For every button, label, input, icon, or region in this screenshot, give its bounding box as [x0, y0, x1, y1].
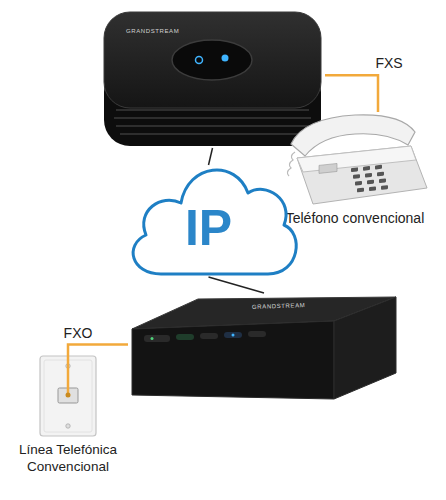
line-led — [222, 55, 229, 62]
phone-cord — [287, 152, 295, 176]
device-top — [104, 12, 321, 108]
node-label: Línea Telefónica Convencional — [8, 442, 128, 476]
telephone-illustration — [275, 112, 435, 207]
plate-screw — [66, 424, 70, 428]
cloud-node: IP — [116, 165, 301, 277]
device-ring — [172, 40, 252, 80]
brand-logo: GRANDSTREAM — [126, 28, 179, 34]
wall-jack — [8, 352, 128, 438]
port-label: FXS — [375, 56, 402, 70]
phone-line-node: Línea Telefónica Convencional — [8, 352, 128, 480]
port-label: FXO — [64, 326, 93, 340]
fxo-cable — [68, 345, 128, 353]
telephone-node: Teléfono convencional — [275, 112, 435, 234]
fxs-cable — [325, 75, 378, 112]
gateway-device-fxo — [128, 293, 400, 405]
device-leds — [144, 331, 266, 342]
phone-cable — [67, 352, 70, 394]
ata-device: GRANDSTREAM — [100, 8, 325, 148]
power-led — [196, 57, 203, 64]
cable-plug — [66, 393, 71, 398]
phone-display — [319, 163, 337, 173]
device-fins — [114, 110, 311, 134]
node-label: IP — [116, 203, 301, 253]
ip-link — [209, 148, 213, 165]
device-front — [132, 321, 334, 399]
phone-handset — [291, 115, 415, 156]
phone-keypad — [351, 164, 388, 193]
node-label: Teléfono convencional — [275, 210, 435, 227]
ip-link — [209, 277, 265, 293]
gateway-device: GRANDSTREAM — [128, 293, 400, 405]
device-side — [334, 297, 396, 399]
phone-top — [297, 146, 416, 172]
phone-base — [297, 146, 427, 204]
